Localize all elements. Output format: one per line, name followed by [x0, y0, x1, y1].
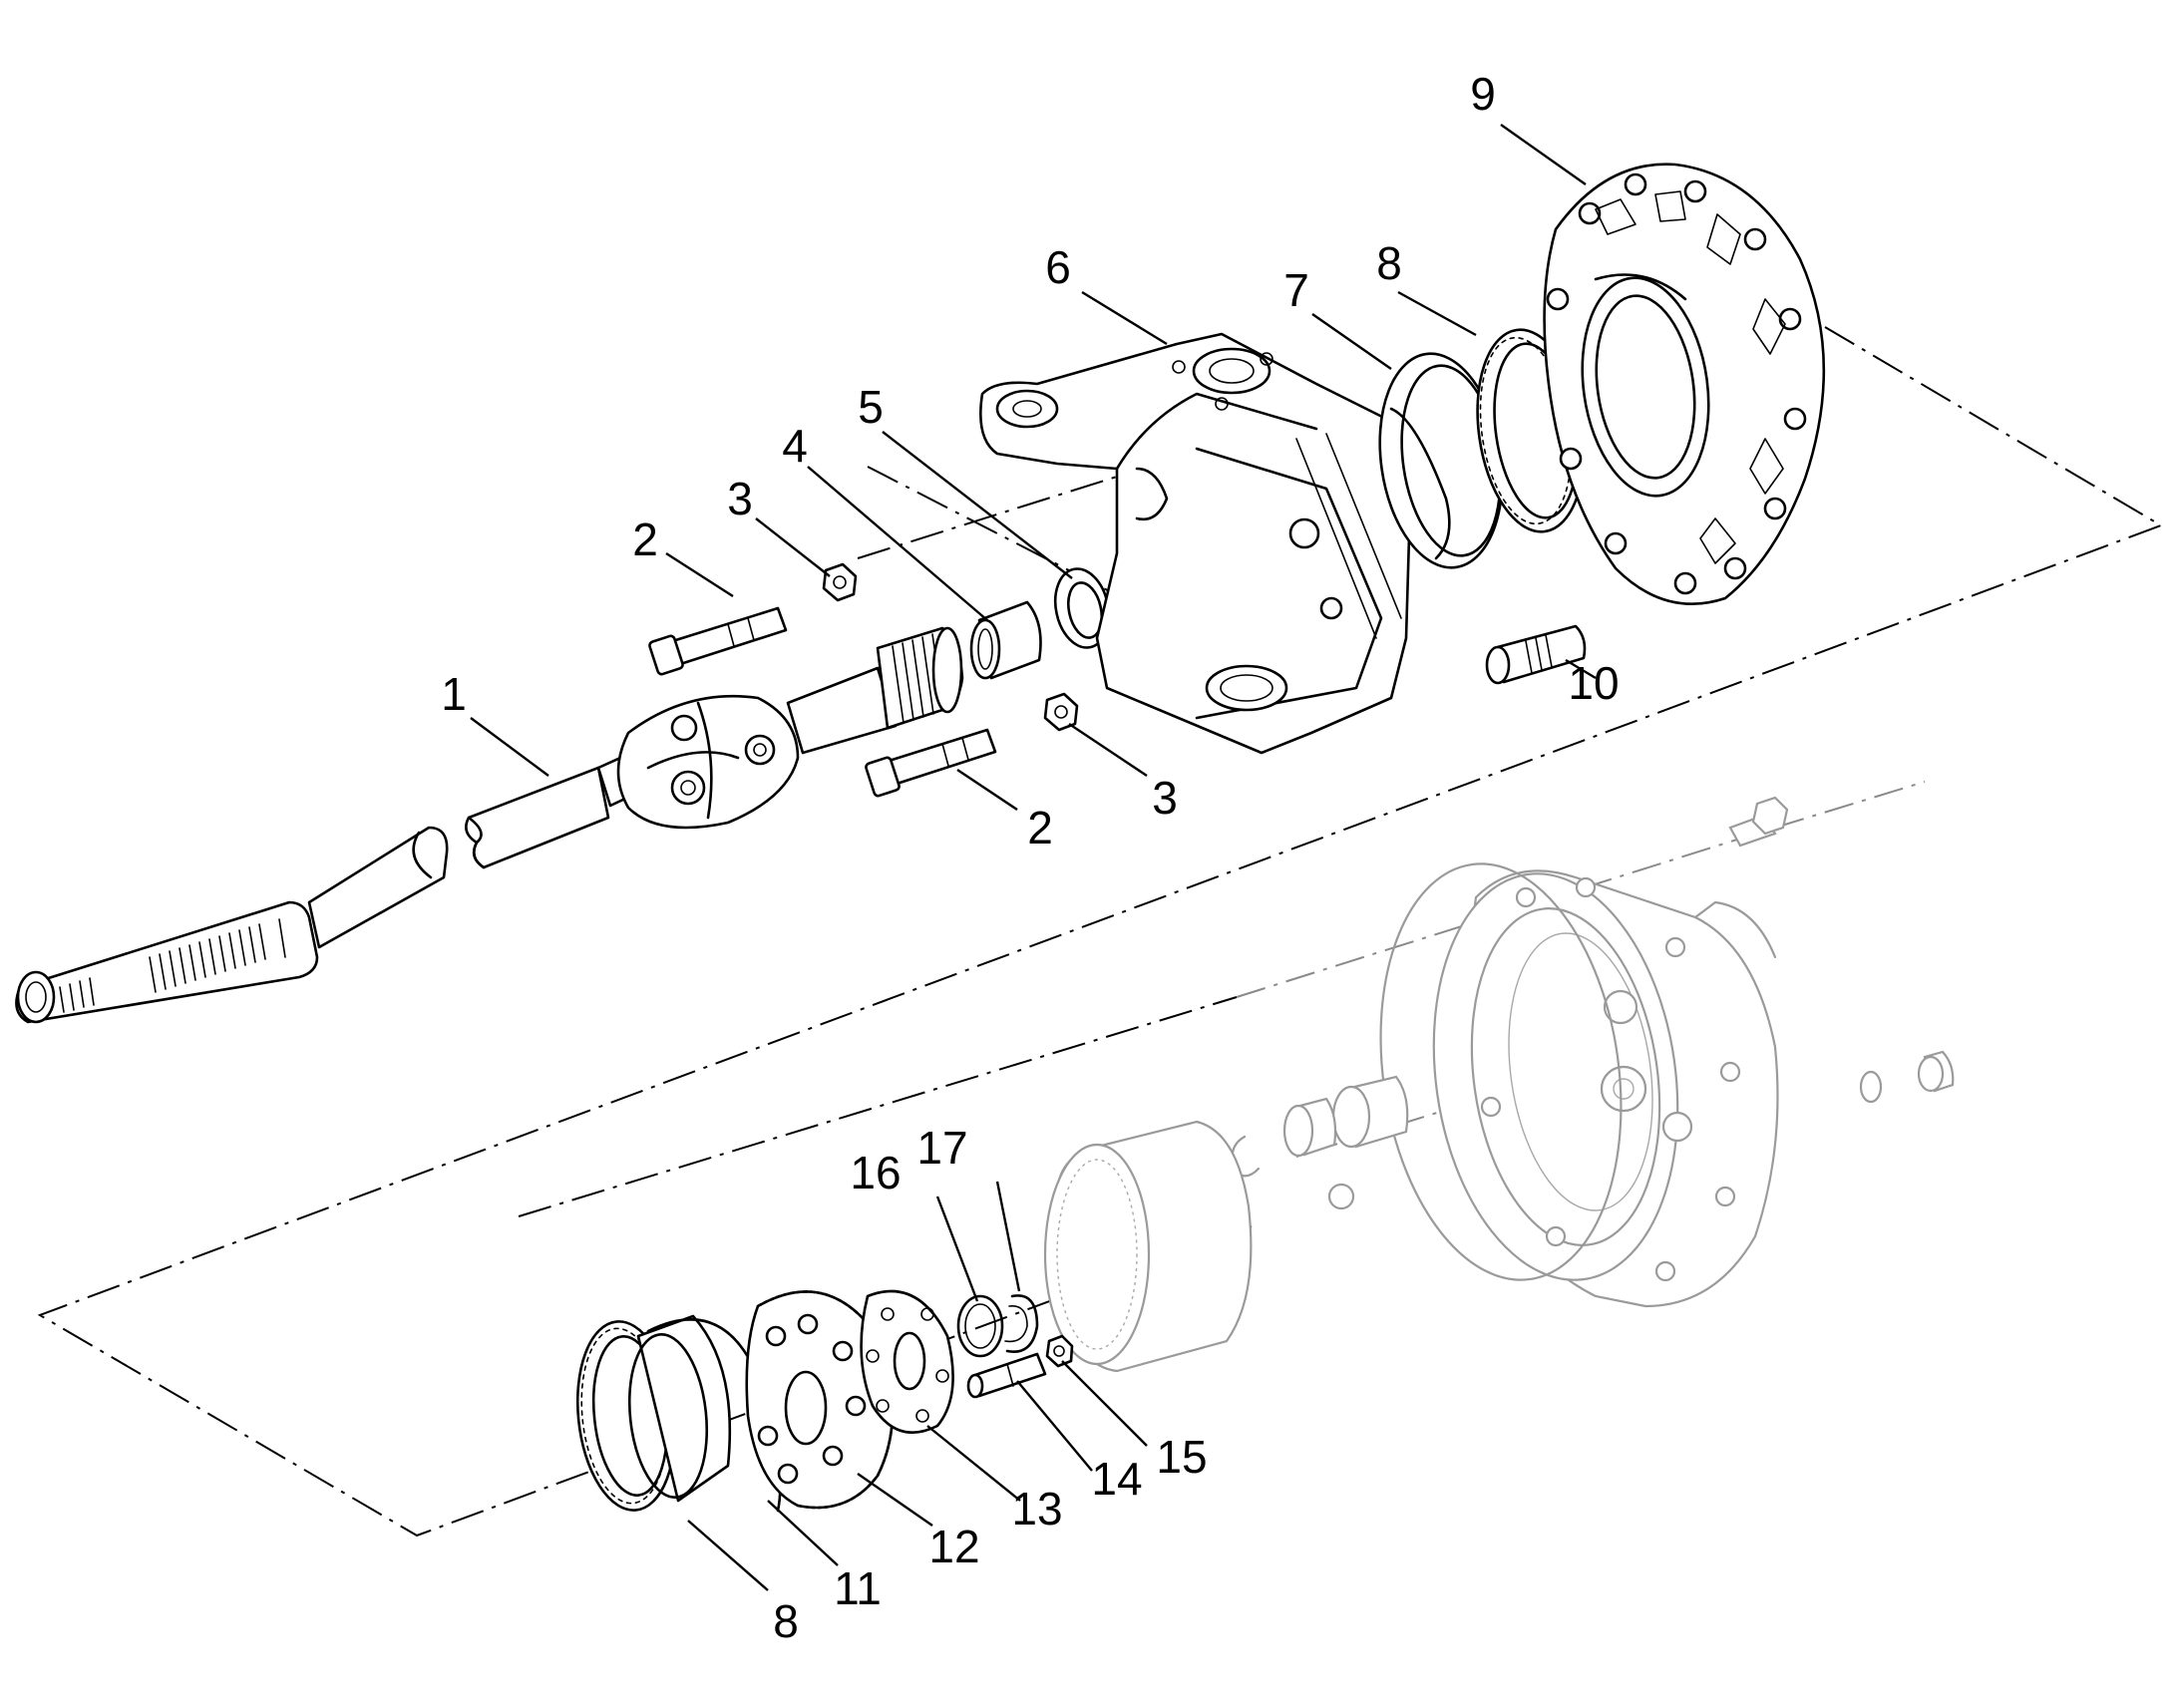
planet-carrier-part: [745, 1290, 895, 1510]
planetary-housing-part: [1432, 869, 1779, 1308]
callout-15: 15: [1156, 1431, 1207, 1483]
sun-gear-part: [1231, 1075, 1409, 1210]
bushing-part: [969, 600, 1042, 680]
callout-12: 12: [928, 1521, 979, 1572]
steering-knuckle-part: [979, 332, 1413, 755]
callout-7: 7: [1283, 264, 1309, 316]
bearing-part-lower: [575, 1314, 732, 1512]
callout-10: 10: [1568, 657, 1619, 709]
callout-13: 13: [1011, 1483, 1062, 1535]
callout-8: 8: [773, 1595, 799, 1647]
callout-4: 4: [782, 420, 808, 472]
large-seal-part: [1378, 352, 1504, 569]
pin-part: [966, 1352, 1047, 1399]
callout-17: 17: [916, 1122, 967, 1174]
nut-part-small: [1045, 1334, 1074, 1368]
ring-gear-part: [1043, 1120, 1253, 1373]
thrust-washer-part: [860, 1289, 954, 1434]
callout-11: 11: [834, 1562, 882, 1614]
bolt-part-upper: [648, 606, 788, 676]
seal-part: [1053, 567, 1111, 649]
callout-1: 1: [441, 668, 467, 720]
callout-9: 9: [1470, 68, 1496, 120]
callout-2: 2: [1027, 802, 1053, 854]
nut-part-upper: [822, 562, 858, 602]
drive-shaft-part: [15, 626, 964, 1024]
nut-part-lower: [1043, 692, 1079, 732]
drain-plug-part: [1859, 1050, 1955, 1104]
callout-8: 8: [1376, 237, 1402, 289]
callout-3: 3: [1152, 772, 1178, 824]
callout-2: 2: [632, 513, 658, 565]
callout-6: 6: [1045, 241, 1071, 293]
wheel-hub-part: [1543, 163, 1826, 605]
callout-3: 3: [727, 473, 753, 524]
callout-labels: 1 2 2 3 3 4 5 6 7 8 8 9 10 11 12 13 14 1…: [441, 68, 1619, 1647]
callout-16: 16: [850, 1147, 901, 1198]
wheel-stud-part: [1485, 624, 1587, 685]
bolt-part-lower: [865, 728, 997, 798]
leader-lines: [470, 124, 1597, 1591]
vent-plug-part: [1728, 796, 1789, 848]
callout-5: 5: [858, 381, 884, 433]
circlip-part-16: [956, 1294, 1004, 1358]
callout-14: 14: [1091, 1453, 1142, 1505]
circlip-part-17: [1004, 1294, 1039, 1353]
